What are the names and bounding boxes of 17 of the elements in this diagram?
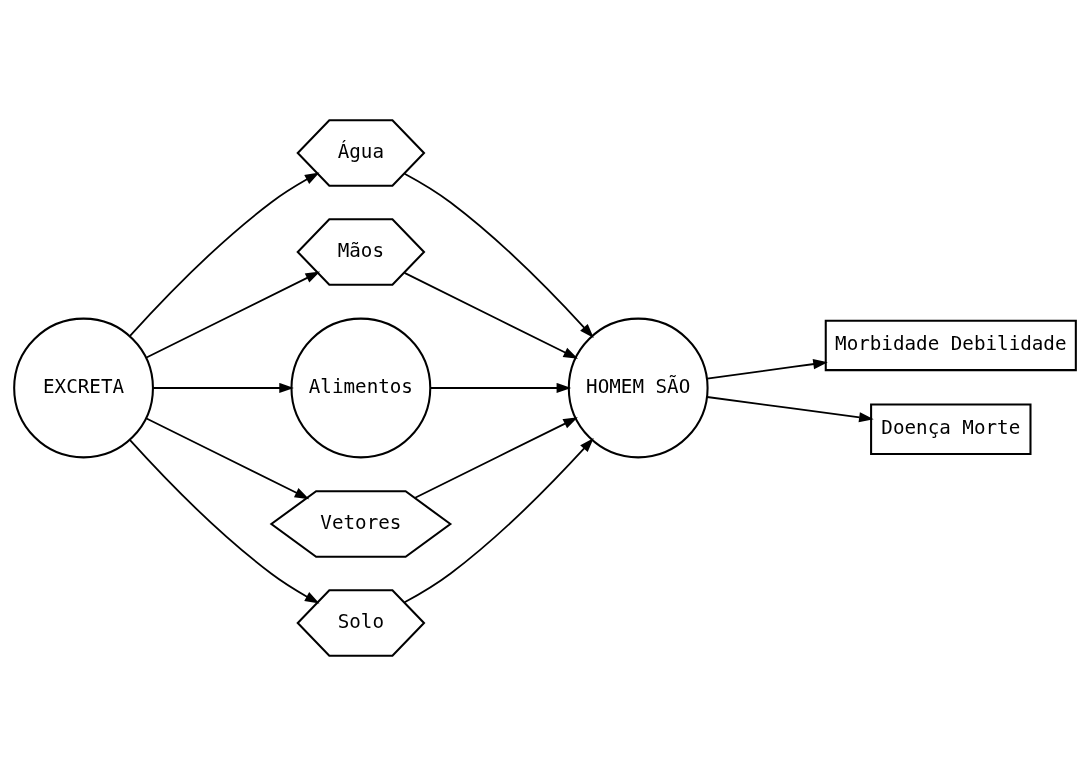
arrow [128,171,320,337]
node-box: Morbidade Debilidade [824,319,1077,371]
arrow [145,271,321,358]
arrow [706,395,874,422]
arrow [403,172,594,338]
arrow [706,358,828,380]
arrow [403,271,579,359]
node-circle: Alimentos [290,317,432,458]
arrow [429,382,572,393]
arrow [128,438,320,604]
arrow [414,416,578,499]
arrow [145,417,310,499]
node-circle: HOMEM SÃO [567,317,709,458]
arrow [152,382,294,393]
node-circle: EXCRETA [13,317,154,458]
arrow [403,437,594,603]
node-box: Doença Morte [870,402,1032,455]
